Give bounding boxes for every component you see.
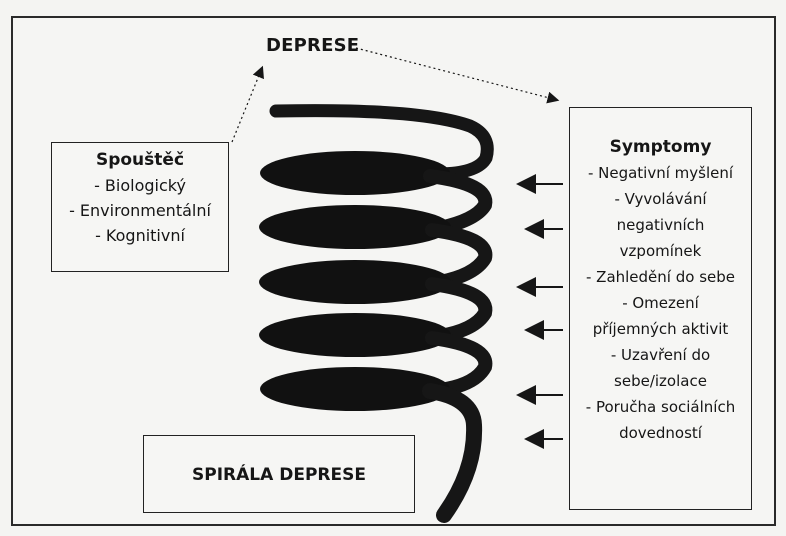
symptom-line-6: - Omezení xyxy=(570,290,751,316)
symptoms-heading: Symptomy xyxy=(570,134,751,160)
spiral-label: SPIRÁLA DEPRESE xyxy=(144,436,414,514)
symptom-line-7: příjemných aktivit xyxy=(570,316,751,342)
spiral-coil-1 xyxy=(260,151,450,195)
trigger-item-biological: - Biologický xyxy=(52,173,228,198)
trigger-heading: Spouštěč xyxy=(52,148,228,173)
symptom-line-10: - Poručha sociálních xyxy=(570,394,751,420)
spiral-coil-2 xyxy=(259,205,451,249)
dotted-arrow-trigger-to-title xyxy=(232,68,262,142)
symptom-arrows xyxy=(520,184,563,439)
trigger-box: Spouštěč - Biologický - Environmentální … xyxy=(51,142,229,272)
depression-title: DEPRESE xyxy=(266,35,359,56)
spiral-label-box: SPIRÁLA DEPRESE xyxy=(143,435,415,513)
spiral-tail xyxy=(430,391,474,515)
symptom-line-8: - Uzavření do xyxy=(570,342,751,368)
spiral-coil-3 xyxy=(259,260,451,304)
symptom-line-11: dovedností xyxy=(570,420,751,446)
spiral-coil-4 xyxy=(259,313,451,357)
symptom-line-2: - Vyvolávání xyxy=(570,186,751,212)
symptoms-box: Symptomy - Negativní myšlení - Vyvoláván… xyxy=(569,107,752,510)
trigger-item-cognitive: - Kognitivní xyxy=(52,223,228,248)
trigger-item-environmental: - Environmentální xyxy=(52,198,228,223)
spiral-coil-5 xyxy=(260,367,450,411)
symptom-line-1: - Negativní myšlení xyxy=(570,160,751,186)
symptom-line-3: negativních xyxy=(570,212,751,238)
symptom-line-5: - Zahledění do sebe xyxy=(570,264,751,290)
symptom-line-9: sebe/izolace xyxy=(570,368,751,394)
dotted-arrow-title-to-symptoms xyxy=(356,48,557,100)
symptom-line-4: vzpomínek xyxy=(570,238,751,264)
